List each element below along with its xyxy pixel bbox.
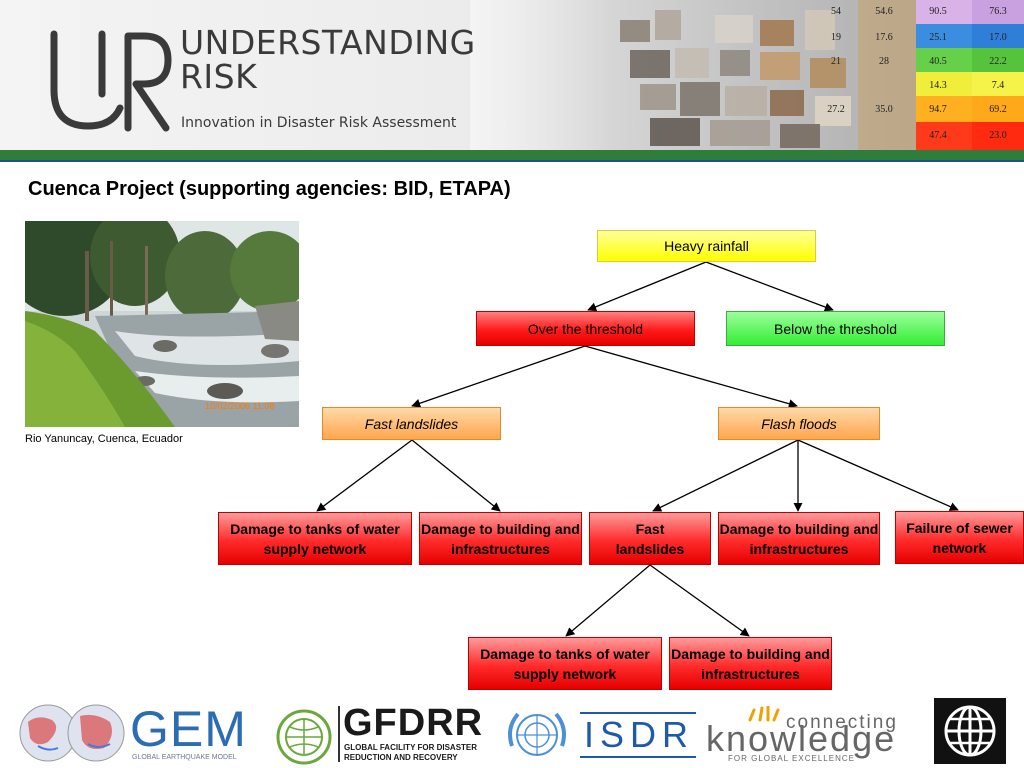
node-damage-tanks: Damage to tanks of water supply network	[218, 512, 412, 565]
arrow	[652, 439, 799, 512]
stat-cell: 23.0	[989, 130, 1007, 141]
node-damage-tanks: Damage to tanks of water supply network	[468, 637, 662, 690]
ck-logo-main: knowledge	[706, 718, 897, 759]
stat-cell: 40.5	[929, 56, 947, 67]
gem-logo-subtitle: GLOBAL EARTHQUAKE MODEL	[132, 754, 237, 761]
gfdrr-subtitle-2: REDUCTION AND RECOVERY	[344, 753, 458, 762]
ur-logo-icon	[50, 30, 172, 132]
river-illustration: 10/02/2006 11:08	[25, 221, 299, 427]
gfdrr-globe-icon	[276, 709, 332, 765]
node-below-threshold: Below the threshold	[726, 311, 945, 346]
isdr-logo: ISDR	[584, 714, 695, 755]
node-flash-floods: Flash floods	[718, 407, 880, 440]
stat-cell: 35.0	[875, 104, 893, 115]
isdr-logo-frame	[580, 712, 696, 758]
stat-cell: 90.5	[929, 6, 947, 17]
stat-cell: 94.7	[929, 104, 947, 115]
stat-cell: 47.4	[929, 130, 947, 141]
un-emblem-icon	[508, 712, 566, 756]
houses-illustration	[620, 0, 1024, 150]
stat-cell: 19	[831, 32, 841, 43]
ck-logo-top: connecting	[786, 712, 898, 733]
photo-date-stamp: 10/02/2006 11:08	[205, 401, 274, 411]
stat-cell: 22.2	[989, 56, 1007, 67]
node-fast-landslides-secondary: Fast landslides	[589, 512, 711, 565]
arrow	[705, 261, 834, 312]
photo-caption: Rio Yanuncay, Cuenca, Ecuador	[25, 433, 183, 445]
gem-logo: GEM	[130, 701, 247, 757]
stat-cell: 14.3	[929, 80, 947, 91]
logo-line-1: UNDERSTANDING	[180, 23, 476, 62]
node-damage-building: Damage to building and infrastructures	[669, 637, 832, 690]
node-fast-landslides: Fast landslides	[322, 407, 501, 440]
node-over-threshold: Over the threshold	[476, 311, 695, 346]
arrow	[649, 564, 750, 637]
banner-blue-divider	[0, 160, 1024, 162]
logo-wordmark: UNDERSTANDING RISK	[180, 26, 476, 94]
stat-cell: 76.3	[989, 6, 1007, 17]
ck-logo-subtitle: FOR GLOBAL EXCELLENCE	[728, 754, 855, 763]
river-photo: 10/02/2006 11:08	[25, 221, 299, 427]
city-hillside-photo	[470, 0, 1024, 150]
node-failure-sewer: Failure of sewer network	[895, 511, 1024, 564]
header-banner: UNDERSTANDING RISK Innovation in Disaste…	[0, 0, 1024, 150]
stat-cell: 17.0	[989, 32, 1007, 43]
node-damage-building: Damage to building and infrastructures	[718, 512, 880, 565]
gfdrr-logo: GFDRR	[343, 702, 484, 744]
stat-cell: 69.2	[989, 104, 1007, 115]
arrow	[587, 261, 707, 312]
arrow	[797, 439, 959, 511]
node-heavy-rainfall: Heavy rainfall	[597, 230, 816, 262]
arrow	[565, 564, 651, 637]
stat-cell: 27.2	[827, 104, 845, 115]
arrow	[411, 345, 586, 408]
stat-cell: 17.6	[875, 32, 893, 43]
stat-cell: 28	[879, 56, 889, 67]
stat-cell: 21	[831, 56, 841, 67]
stat-cell: 54	[831, 6, 841, 17]
globe-map-icon	[19, 704, 125, 762]
gfdrr-subtitle-1: GLOBAL FACILITY FOR DISASTER	[344, 743, 478, 752]
arrow	[584, 345, 798, 409]
arrow	[316, 439, 413, 512]
world-bank-logo-icon	[934, 698, 1006, 764]
stat-cell: 7.4	[991, 80, 1005, 91]
node-damage-building: Damage to building and infrastructures	[419, 512, 582, 565]
banner-green-divider	[0, 150, 1024, 160]
sunrise-icon	[748, 706, 780, 722]
arrow	[411, 439, 501, 512]
stat-cell: 25.1	[929, 32, 947, 43]
page-title: Cuenca Project (supporting agencies: BID…	[28, 178, 511, 200]
logo-tagline: Innovation in Disaster Risk Assessment	[181, 115, 457, 131]
logo-line-2: RISK	[180, 57, 258, 96]
stat-cell: 54.6	[875, 6, 893, 17]
gfdrr-divider	[338, 706, 340, 762]
